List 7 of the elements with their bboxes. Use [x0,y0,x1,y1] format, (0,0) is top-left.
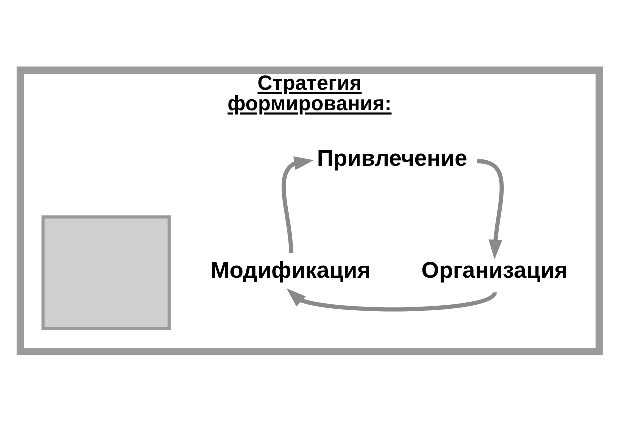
node-text: Модификация [210,256,371,283]
node-text: Привлечение [317,145,468,172]
arrow [282,156,314,254]
node-box [42,216,171,330]
arrow [477,159,504,260]
arrow [286,288,497,312]
node-text: Организация [422,256,568,283]
